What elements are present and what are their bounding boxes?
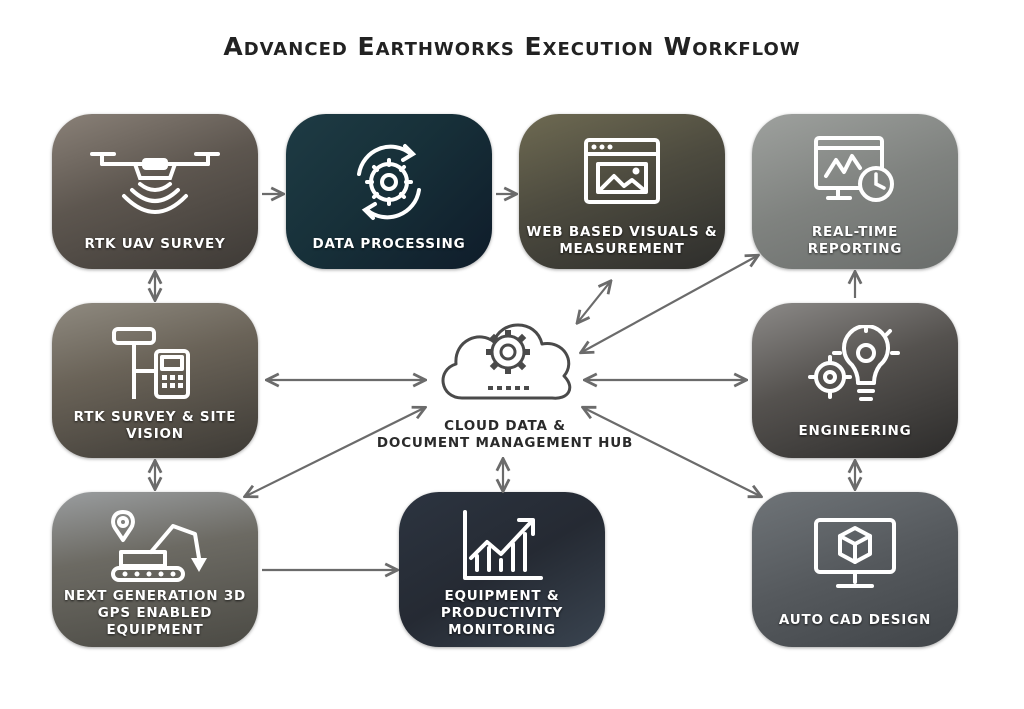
arrow-hub-reporting — [582, 256, 757, 352]
arrow-hub-gps — [246, 408, 424, 496]
arrow-hub-cad — [584, 408, 760, 496]
arrow-hub-web — [578, 282, 610, 322]
